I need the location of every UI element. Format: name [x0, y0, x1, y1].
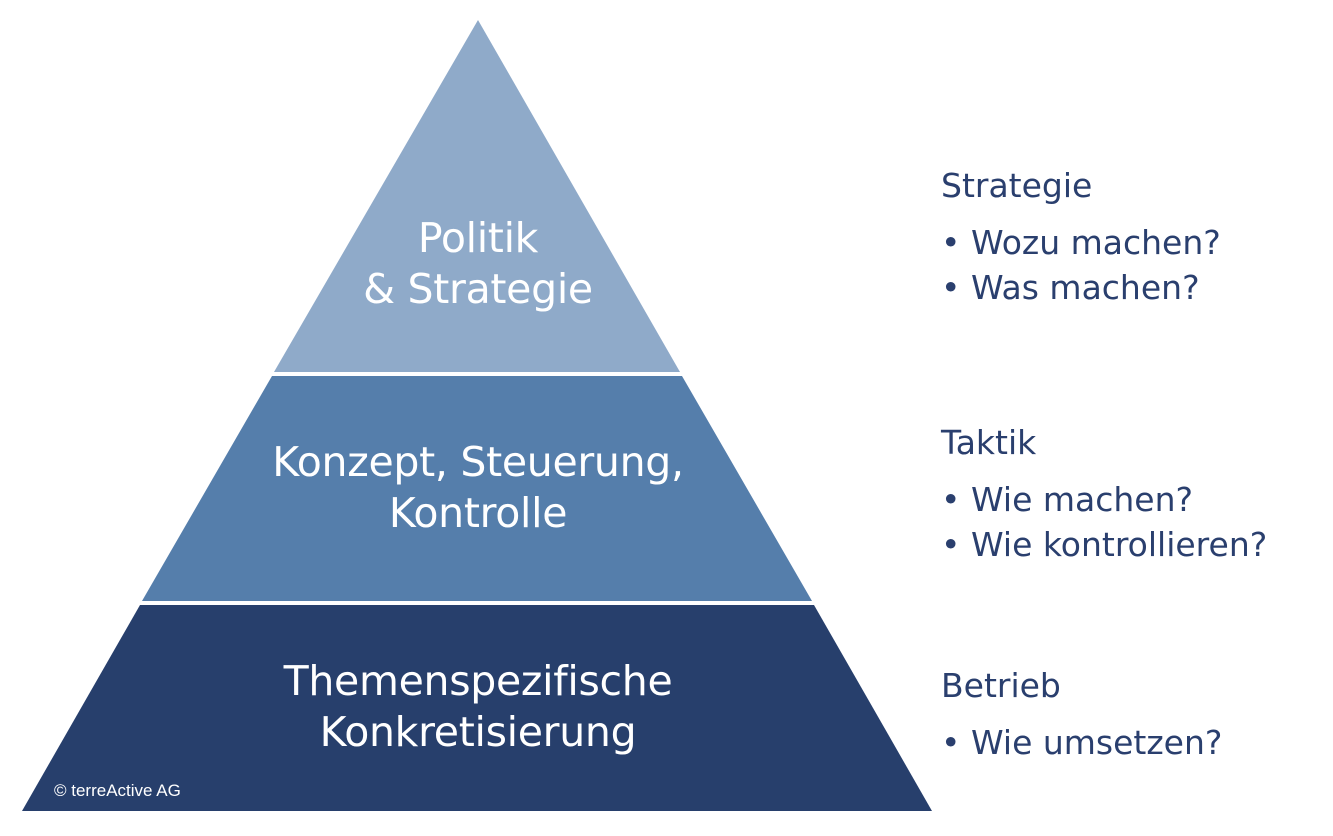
side-list-item: • Wie kontrollieren? — [941, 522, 1267, 567]
bullet-icon: • — [941, 480, 961, 519]
side-item-text: Wie machen? — [971, 480, 1194, 519]
side-item-text: Was machen? — [971, 268, 1200, 307]
side-list-item: • Wozu machen? — [941, 220, 1221, 265]
side-list-item: • Wie machen? — [941, 477, 1267, 522]
pyramid-tier-top — [274, 20, 680, 372]
tier-top-line-2: & Strategie — [363, 265, 593, 313]
tier-top-line-1: Politik — [417, 214, 539, 262]
tier-label-middle: Konzept, Steuerung, Kontrolle — [178, 437, 778, 539]
side-heading: Betrieb — [941, 666, 1061, 705]
side-heading: Taktik — [941, 423, 1037, 462]
pyramid-tier-bottom — [22, 605, 932, 811]
side-item-text: Wie umsetzen? — [971, 723, 1223, 762]
side-group-betrieb: Betrieb • Wie umsetzen? — [941, 666, 1222, 765]
side-list-item: • Wie umsetzen? — [941, 720, 1222, 765]
tier-middle-line-2: Kontrolle — [388, 489, 568, 537]
bullet-icon: • — [941, 723, 961, 762]
copyright-notice: © terreActive AG — [54, 781, 181, 800]
tier-middle-line-1: Konzept, Steuerung, — [272, 438, 684, 486]
pyramid-tier-middle — [142, 376, 812, 601]
bullet-icon: • — [941, 525, 961, 564]
bullet-icon: • — [941, 223, 961, 262]
tier-bottom-line-1: Themenspezifische — [283, 657, 673, 705]
tier-label-top: Politik & Strategie — [278, 213, 678, 315]
side-item-text: Wozu machen? — [971, 223, 1221, 262]
tier-bottom-line-2: Konkretisierung — [319, 708, 637, 756]
bullet-icon: • — [941, 268, 961, 307]
side-group-taktik: Taktik • Wie machen? • Wie kontrollieren… — [941, 423, 1267, 567]
side-group-strategie: Strategie • Wozu machen? • Was machen? — [941, 166, 1221, 310]
tier-label-bottom: Themenspezifische Konkretisierung — [128, 656, 828, 758]
side-item-text: Wie kontrollieren? — [971, 525, 1268, 564]
side-heading: Strategie — [941, 166, 1093, 205]
side-list-item: • Was machen? — [941, 265, 1221, 310]
